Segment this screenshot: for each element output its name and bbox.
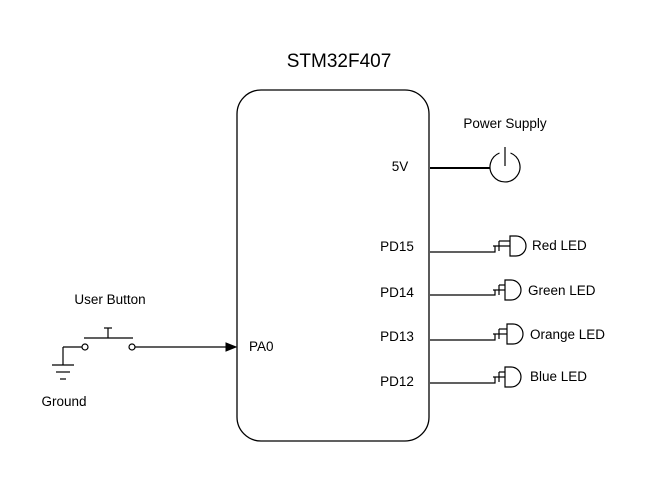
ground-symbol-icon xyxy=(52,347,74,380)
pin-pd12-label: PD12 xyxy=(380,374,414,389)
pin-pd15-label: PD15 xyxy=(380,239,414,254)
led-row: Red LED xyxy=(430,235,587,257)
arrow-head-icon xyxy=(225,342,238,352)
led-label: Blue LED xyxy=(530,369,587,384)
pin-pd14-label: PD14 xyxy=(380,285,414,300)
led-label: Orange LED xyxy=(530,327,605,342)
led-icon xyxy=(493,279,522,301)
led-row: Green LED xyxy=(430,279,596,301)
power-supply-label: Power Supply xyxy=(463,116,547,131)
mcu-title: STM32F407 xyxy=(287,51,392,72)
led-row: Blue LED xyxy=(430,366,587,388)
pin-pa0-label: PA0 xyxy=(249,339,274,354)
push-button-switch-icon xyxy=(81,327,136,351)
power-symbol-icon xyxy=(489,147,521,183)
mcu-block xyxy=(236,89,430,442)
user-button-label: User Button xyxy=(74,292,145,307)
ground-label: Ground xyxy=(41,394,86,409)
led-row: Orange LED xyxy=(430,323,605,345)
led-icon xyxy=(493,366,522,388)
pin-pd13-label: PD13 xyxy=(380,329,414,344)
led-label: Red LED xyxy=(532,238,587,253)
led-icon xyxy=(493,235,527,257)
led-icon xyxy=(493,323,524,345)
led-label: Green LED xyxy=(528,283,596,298)
pin-5v-label: 5V xyxy=(392,159,409,174)
